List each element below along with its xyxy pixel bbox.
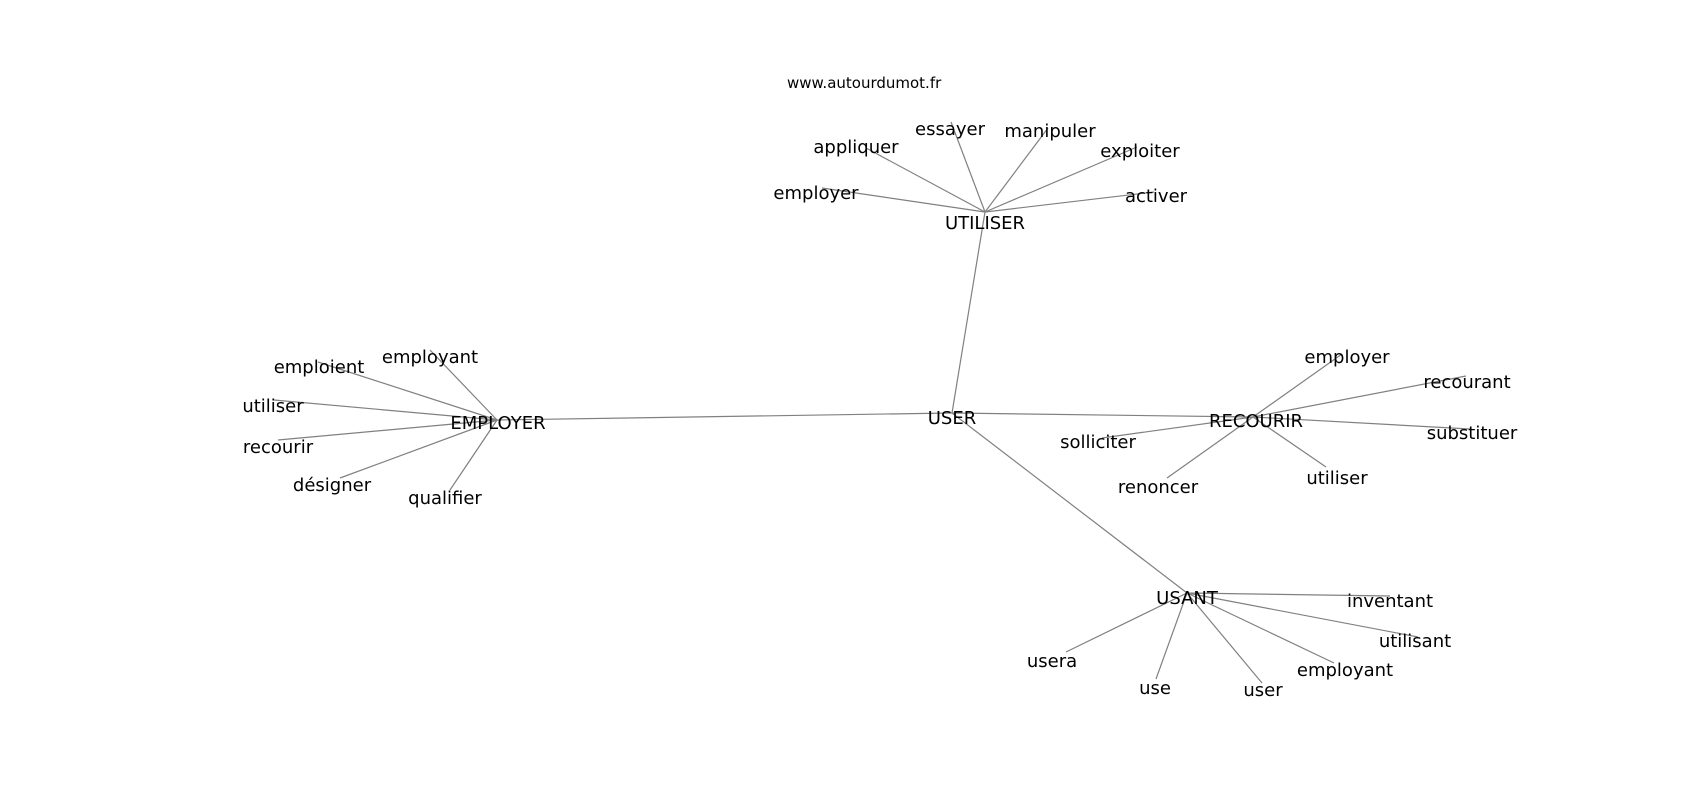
node-label-leaf: usera <box>1027 651 1077 672</box>
edge-utiliser-leaf-4 <box>984 146 1138 213</box>
node-label-leaf: utilisant <box>1379 631 1451 652</box>
node-label-leaf: qualifier <box>408 488 482 509</box>
edge-employer-leaf-3 <box>277 419 498 441</box>
edge-employer-leaf-5 <box>449 419 498 491</box>
edge-utiliser-leaf-3 <box>984 127 1049 213</box>
edge-usant-leaf-4 <box>1155 592 1188 680</box>
edge-usant-leaf-5 <box>1065 592 1188 653</box>
node-label-leaf: activer <box>1125 186 1188 207</box>
edge-usant-leaf-1 <box>1186 592 1419 638</box>
edge-utiliser-leaf-1 <box>865 147 986 213</box>
edge-recourir-leaf-1 <box>1252 375 1467 418</box>
watermark-text: www.autourdumot.fr <box>787 74 942 92</box>
node-label-hub-employer: EMPLOYER <box>450 413 545 434</box>
edge-employer-leaf-1 <box>317 361 498 421</box>
graph-labels: USER UTILISER employer appliquer essayer mani… <box>242 119 1518 701</box>
node-label-leaf: recourant <box>1423 372 1510 393</box>
node-label-leaf: employant <box>382 347 478 368</box>
node-label-leaf: utiliser <box>242 396 304 417</box>
node-label-leaf: recourir <box>243 437 314 458</box>
edge-employer-leaf-4 <box>339 419 498 479</box>
node-label-hub-utiliser: UTILISER <box>945 213 1025 234</box>
node-label-leaf: manipuler <box>1004 121 1096 142</box>
node-label-leaf: renoncer <box>1118 477 1199 498</box>
node-label-leaf: inventant <box>1347 591 1433 612</box>
node-label-leaf: substituer <box>1427 423 1518 444</box>
edge-usant-leaf-3 <box>1186 592 1263 684</box>
node-label-leaf: use <box>1139 678 1171 699</box>
edge-utiliser-leaf-2 <box>950 121 986 213</box>
edge-employer-leaf-0 <box>429 349 498 421</box>
edge-center-to-recourir <box>951 412 1254 418</box>
edge-recourir-leaf-3 <box>1252 416 1327 468</box>
node-label-leaf: employer <box>1304 347 1390 368</box>
edge-usant-leaf-0 <box>1186 592 1391 597</box>
edge-employer-leaf-2 <box>273 399 498 421</box>
graph-edges <box>273 121 1471 684</box>
node-label-hub-recourir: RECOURIR <box>1209 411 1303 432</box>
node-label-leaf: essayer <box>915 119 986 140</box>
edge-recourir-leaf-5 <box>1101 416 1254 439</box>
node-label-leaf: user <box>1243 680 1283 701</box>
edge-center-to-employer <box>496 412 953 421</box>
node-label-hub-usant: USANT <box>1156 588 1219 609</box>
node-label-leaf: exploiter <box>1100 141 1180 162</box>
node-label-leaf: emploient <box>274 357 365 378</box>
node-label-leaf: employer <box>773 183 859 204</box>
node-label-leaf: utiliser <box>1306 468 1368 489</box>
edge-recourir-leaf-0 <box>1252 353 1343 418</box>
edge-center-to-usant <box>951 412 1188 594</box>
node-label-leaf: employant <box>1297 660 1393 681</box>
node-label-leaf: solliciter <box>1060 432 1136 453</box>
edge-center-to-utiliser <box>951 211 986 414</box>
node-label-leaf: désigner <box>293 475 372 496</box>
edge-recourir-leaf-2 <box>1252 416 1471 430</box>
edge-recourir-leaf-4 <box>1166 416 1254 479</box>
node-label-leaf: appliquer <box>813 137 899 158</box>
edge-utiliser-leaf-0 <box>821 187 986 213</box>
edge-utiliser-leaf-5 <box>984 191 1155 213</box>
node-label-center: USER <box>928 408 976 429</box>
edge-usant-leaf-2 <box>1186 592 1335 664</box>
